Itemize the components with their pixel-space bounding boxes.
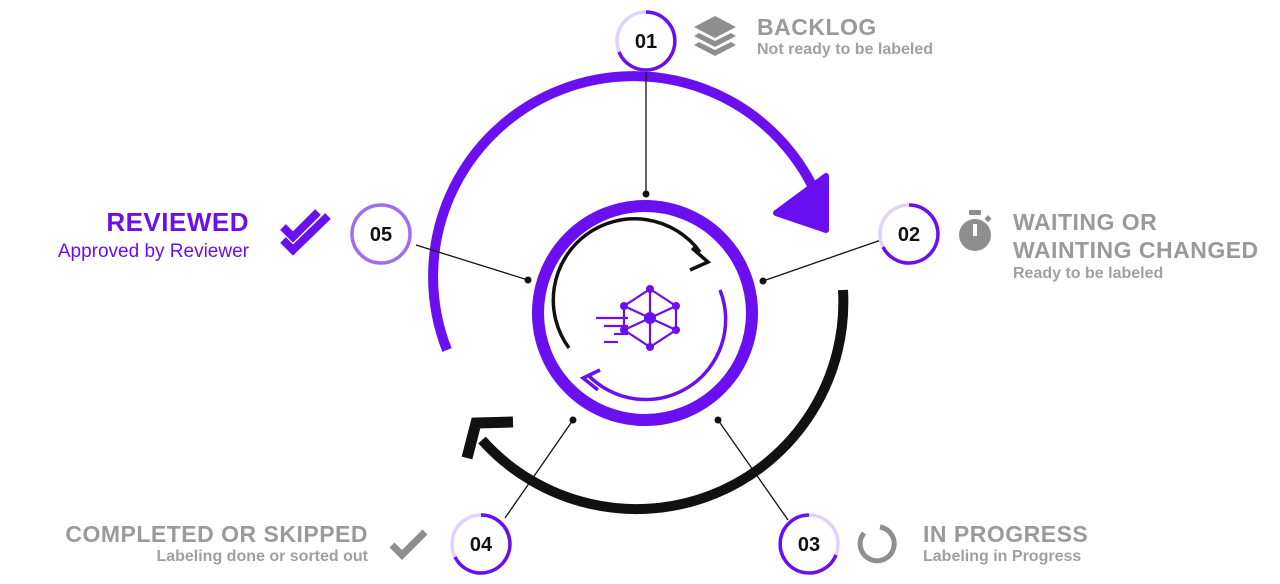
waiting-title-line-2: WAINTING CHANGED — [1013, 237, 1259, 263]
progress-ring-icon — [857, 524, 897, 564]
step-number: 05 — [370, 224, 392, 246]
check-icon — [389, 529, 428, 560]
stopwatch-icon — [959, 210, 992, 251]
step-circle-01: 01 — [615, 10, 677, 72]
backlog-subtitle: Not ready to be labeled — [757, 41, 934, 58]
labeling-platform-logo-icon — [596, 285, 680, 351]
completed-title: COMPLETED OR SKIPPED — [65, 521, 368, 547]
outer-purple-arrowhead — [773, 173, 829, 233]
outer-black-cycle-arc — [478, 289, 849, 515]
center-ring — [532, 200, 758, 426]
inner-purple-arc — [586, 289, 728, 402]
step-number: 01 — [635, 31, 657, 53]
outer-purple-cycle-arc — [428, 71, 825, 352]
stack-layers-icon — [694, 16, 736, 56]
outer-black-arrowhead — [461, 416, 514, 460]
inner-black-arc — [551, 217, 702, 350]
connector-lines — [415, 72, 882, 521]
reviewed-title: REVIEWED — [106, 207, 249, 237]
completed-subtitle: Labeling done or sorted out — [156, 548, 368, 565]
step-number: 02 — [898, 224, 920, 246]
step-number: 04 — [470, 534, 493, 556]
step-circle-02: 02 — [878, 203, 940, 265]
double-check-icon — [280, 209, 331, 256]
step-circle-05: 05 — [350, 203, 412, 265]
inner-black-arrowhead — [689, 246, 712, 272]
in-progress-subtitle: Labeling in Progress — [923, 548, 1082, 565]
in-progress-title: IN PROGRESS — [923, 521, 1089, 547]
step-circle-04: 04 — [450, 513, 512, 575]
backlog-title: BACKLOG — [757, 14, 877, 40]
waiting-title-line-1: WAITING OR — [1013, 209, 1158, 235]
connector-dots — [524, 190, 767, 424]
step-circle-03: 03 — [778, 513, 840, 575]
waiting-subtitle: Ready to be labeled — [1013, 265, 1164, 282]
inner-purple-arrowhead — [579, 368, 601, 392]
reviewed-subtitle: Approved by Reviewer — [57, 241, 249, 262]
step-number: 03 — [798, 534, 820, 556]
